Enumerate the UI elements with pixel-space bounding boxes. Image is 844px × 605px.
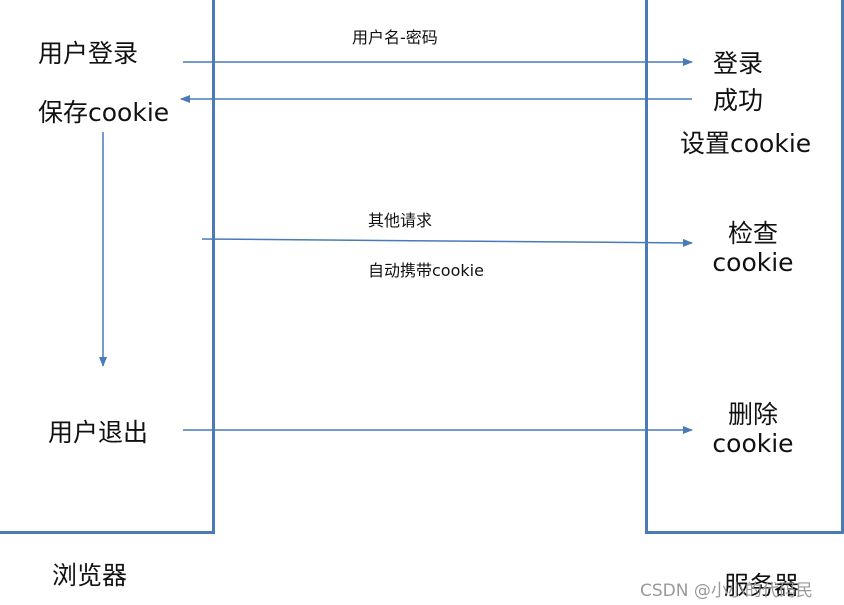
csdn-watermark: CSDN @小小的代码民 (640, 581, 813, 601)
browser-logout-label: 用户退出 (48, 418, 149, 447)
other-requests-label: 其他请求 (368, 211, 433, 230)
server-set-cookie-label: 设置cookie (680, 129, 812, 158)
credentials-label: 用户名-密码 (352, 28, 438, 47)
server-box (645, 0, 844, 534)
browser-save-cookie-label: 保存cookie (38, 98, 170, 127)
server-delete-line2: cookie (712, 429, 794, 458)
browser-box (0, 0, 215, 534)
other-request-arrow (201, 238, 693, 247)
server-delete-line1: 删除 (727, 400, 778, 429)
browser-login-label: 用户登录 (38, 39, 139, 68)
browser-caption: 浏览器 (52, 561, 128, 590)
server-login-line1: 登录 (713, 49, 764, 78)
server-caption: 服务器 (724, 571, 800, 600)
carry-cookie-label: 自动携带cookie (368, 261, 484, 280)
server-login-line2: 成功 (713, 86, 764, 115)
server-check-line1: 检查 (727, 219, 778, 248)
server-check-line2: cookie (712, 248, 794, 277)
